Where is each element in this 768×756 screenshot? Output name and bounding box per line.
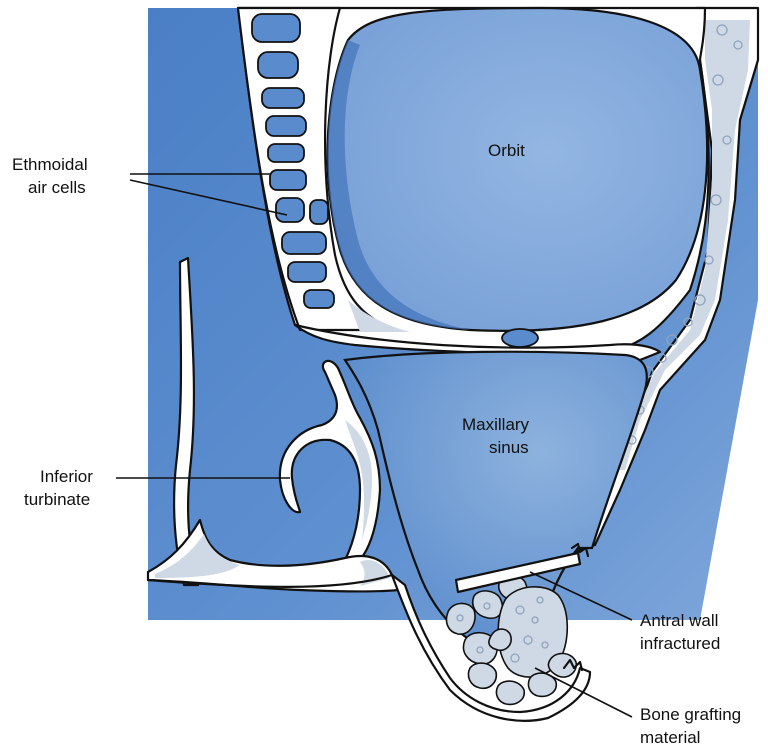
orbit-globe <box>328 8 708 331</box>
infraorbital-canal <box>502 329 538 347</box>
label-ethmoidal-line2: air cells <box>28 178 86 197</box>
label-turbinate-line2: turbinate <box>24 490 90 509</box>
label-ethmoidal-line1: Ethmoidal <box>12 155 88 174</box>
label-orbit: Orbit <box>488 141 525 160</box>
label-graft-line2: material <box>640 728 700 747</box>
label-antral-line1: Antral wall <box>640 611 718 630</box>
label-graft-line1: Bone grafting <box>640 705 741 724</box>
label-turbinate-line1: Inferior <box>40 467 93 486</box>
label-maxillary-line1: Maxillary <box>462 415 530 434</box>
label-maxillary-line2: sinus <box>489 438 529 457</box>
label-antral-line2: infractured <box>640 634 720 653</box>
